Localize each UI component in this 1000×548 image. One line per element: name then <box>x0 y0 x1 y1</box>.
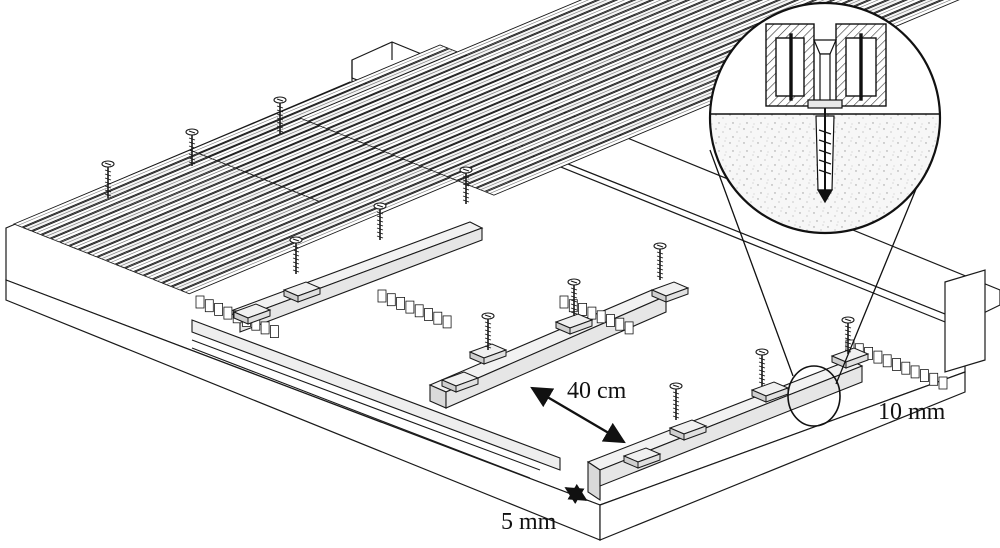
board-end <box>883 355 891 367</box>
board-end <box>215 303 223 315</box>
board-end <box>270 326 278 338</box>
board-end <box>415 305 423 317</box>
right-block <box>945 270 985 372</box>
board-end <box>261 322 269 334</box>
board-end <box>625 322 633 334</box>
board-end <box>920 370 928 382</box>
board-end <box>579 303 587 315</box>
board-end <box>911 366 919 378</box>
board-end <box>425 309 433 321</box>
board-end <box>874 351 882 363</box>
board-end <box>893 359 901 371</box>
gap-end-label: 10 mm <box>878 400 945 424</box>
detail-right-board <box>836 24 886 106</box>
gap-side-label: 5 mm <box>501 510 556 534</box>
board-end <box>387 294 395 306</box>
board-end <box>434 312 442 324</box>
board-end <box>939 377 947 389</box>
spacing-label: 40 cm <box>567 379 626 403</box>
board-end <box>930 373 938 385</box>
board-end <box>443 316 451 328</box>
board-end <box>607 315 615 327</box>
board-end <box>196 296 204 308</box>
board-end <box>902 362 910 374</box>
detail-screw-anchor <box>816 108 834 202</box>
board-end <box>224 307 232 319</box>
board-end <box>597 311 605 323</box>
board-end <box>205 300 213 312</box>
board-end <box>397 297 405 309</box>
board-end <box>560 296 568 308</box>
board-end <box>378 290 386 302</box>
board-end <box>406 301 414 313</box>
detail-left-board <box>766 24 814 106</box>
board-end <box>588 307 596 319</box>
board-end <box>616 318 624 330</box>
